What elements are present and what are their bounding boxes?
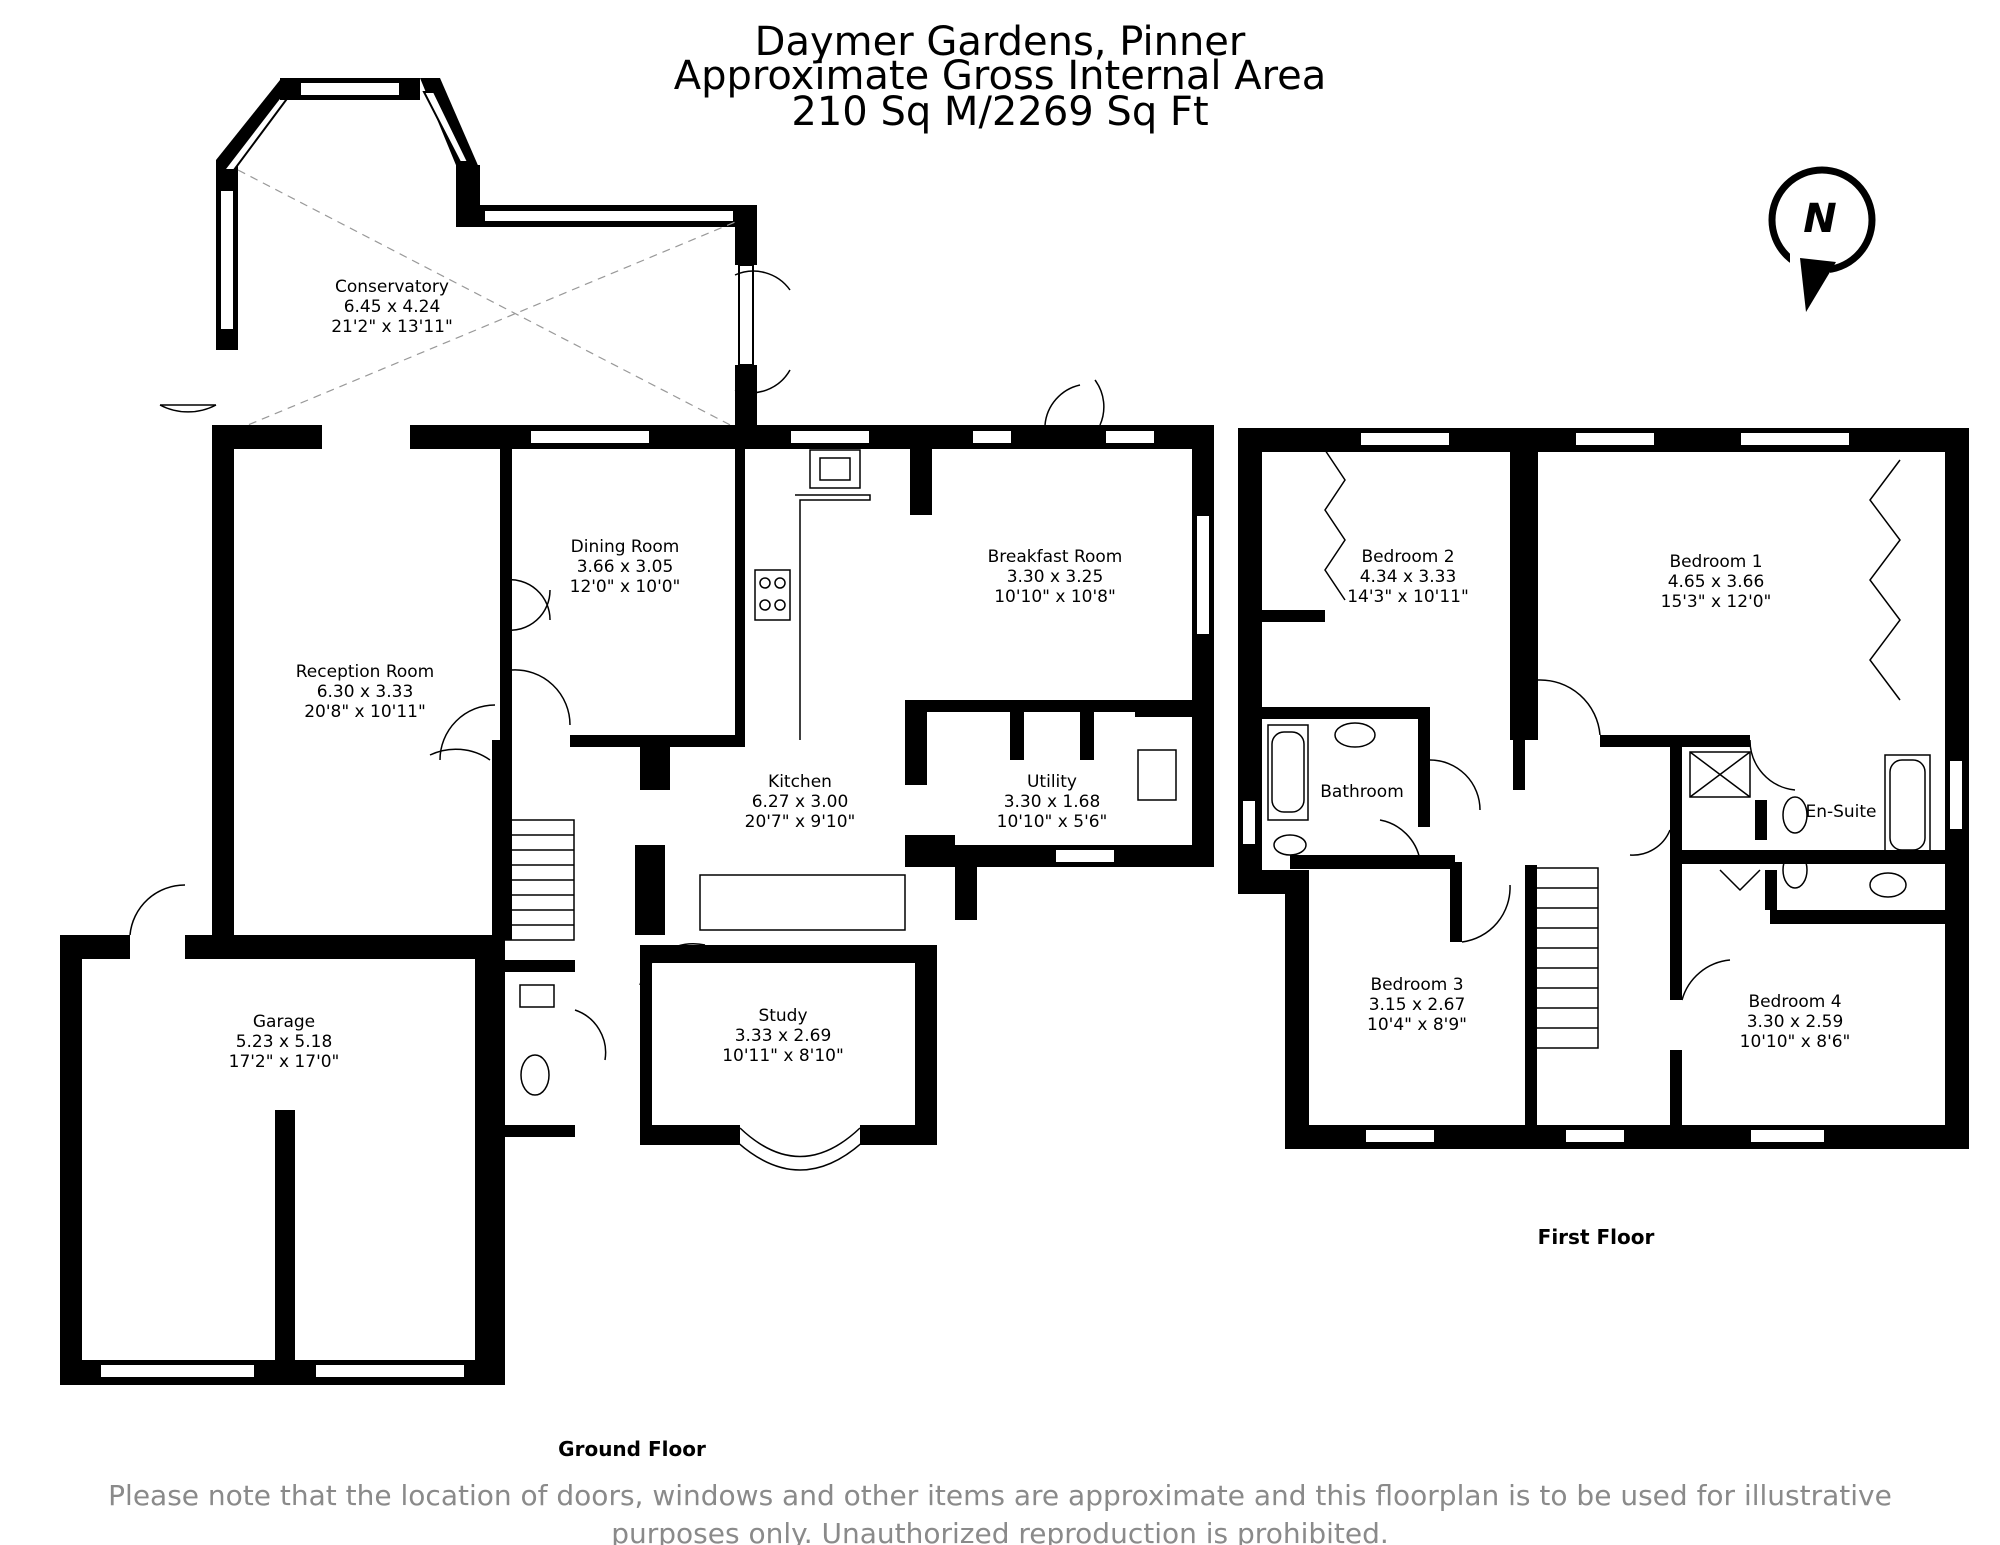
- disclaimer-line-1: Please note that the location of doors, …: [108, 1479, 1892, 1512]
- room-label-breakfast: Breakfast Room 3.30 x 3.25 10'10" x 10'8…: [988, 547, 1123, 607]
- room-size-imperial: 10'4" x 8'9": [1367, 1015, 1467, 1035]
- room-label-bedroom3: Bedroom 3 3.15 x 2.67 10'4" x 8'9": [1367, 975, 1467, 1035]
- room-label-ensuite: En-Suite: [1805, 802, 1876, 822]
- room-name: Study: [758, 1006, 807, 1026]
- room-size-imperial: 15'3" x 12'0": [1661, 592, 1772, 612]
- room-size-metric: 3.30 x 1.68: [1004, 792, 1101, 812]
- room-size-imperial: 10'10" x 10'8": [994, 587, 1116, 607]
- room-name: Utility: [1027, 772, 1077, 792]
- room-label-dining: Dining Room 3.66 x 3.05 12'0" x 10'0": [570, 537, 681, 597]
- room-size-metric: 4.34 x 3.33: [1360, 567, 1457, 587]
- first-floor-plan: Bedroom 2 4.34 x 3.33 14'3" x 10'11" Bed…: [1238, 428, 1969, 1249]
- room-size-metric: 6.30 x 3.33: [317, 682, 414, 702]
- room-size-metric: 3.15 x 2.67: [1369, 995, 1466, 1015]
- room-size-imperial: 14'3" x 10'11": [1347, 587, 1469, 607]
- room-name: Bedroom 1: [1669, 552, 1762, 572]
- room-size-metric: 6.27 x 3.00: [752, 792, 849, 812]
- ground-floor-plan: Conservatory 6.45 x 4.24 21'2" x 13'11" …: [60, 78, 1214, 1461]
- title-area-value: 210 Sq M/2269 Sq Ft: [791, 89, 1209, 135]
- room-size-imperial: 20'7" x 9'10": [745, 812, 856, 832]
- room-label-kitchen: Kitchen 6.27 x 3.00 20'7" x 9'10": [745, 772, 856, 832]
- room-label-reception: Reception Room 6.30 x 3.33 20'8" x 10'11…: [296, 662, 434, 722]
- first-floor-stairs: [1529, 867, 1599, 1049]
- room-size-metric: 4.65 x 3.66: [1668, 572, 1765, 592]
- room-label-conservatory: Conservatory 6.45 x 4.24 21'2" x 13'11": [331, 277, 453, 337]
- title-area-heading: Approximate Gross Internal Area: [673, 53, 1327, 99]
- room-size-metric: 5.23 x 5.18: [236, 1032, 333, 1052]
- ground-floor-label: Ground Floor: [558, 1437, 706, 1461]
- room-name: Bathroom: [1320, 782, 1404, 802]
- room-label-bedroom4: Bedroom 4 3.30 x 2.59 10'10" x 8'6": [1740, 992, 1851, 1052]
- room-size-imperial: 21'2" x 13'11": [331, 317, 453, 337]
- room-label-bedroom1: Bedroom 1 4.65 x 3.66 15'3" x 12'0": [1661, 552, 1772, 612]
- room-name: Kitchen: [768, 772, 832, 792]
- room-size-imperial: 12'0" x 10'0": [570, 577, 681, 597]
- room-size-imperial: 17'2" x 17'0": [229, 1052, 340, 1072]
- room-label-bedroom2: Bedroom 2 4.34 x 3.33 14'3" x 10'11": [1347, 547, 1469, 607]
- room-size-imperial: 10'11" x 8'10": [722, 1046, 844, 1066]
- first-floor-label: First Floor: [1538, 1225, 1655, 1249]
- room-name: Conservatory: [335, 277, 449, 297]
- title-property-name: Daymer Gardens, Pinner: [754, 19, 1246, 65]
- conservatory-outline: [159, 78, 791, 431]
- room-label-bathroom: Bathroom: [1320, 782, 1404, 802]
- room-size-imperial: 20'8" x 10'11": [304, 702, 426, 722]
- room-name: Bedroom 2: [1361, 547, 1454, 567]
- compass-letter: N: [1803, 196, 1836, 242]
- ground-stairs: [501, 819, 575, 941]
- room-name: Garage: [253, 1012, 315, 1032]
- room-size-imperial: 10'10" x 5'6": [997, 812, 1108, 832]
- room-size-metric: 3.30 x 2.59: [1747, 1012, 1844, 1032]
- room-size-metric: 3.33 x 2.69: [735, 1026, 832, 1046]
- wall: [212, 425, 234, 940]
- room-label-utility: Utility 3.30 x 1.68 10'10" x 5'6": [997, 772, 1108, 832]
- room-name: Dining Room: [571, 537, 680, 557]
- disclaimer-line-2: purposes only. Unauthorized reproduction…: [611, 1517, 1389, 1545]
- study-outline: [639, 942, 937, 1171]
- room-name: Bedroom 3: [1370, 975, 1463, 995]
- room-size-metric: 6.45 x 4.24: [344, 297, 441, 317]
- north-compass-icon: N: [1768, 166, 1876, 312]
- room-size-imperial: 10'10" x 8'6": [1740, 1032, 1851, 1052]
- room-size-metric: 3.66 x 3.05: [577, 557, 674, 577]
- room-size-metric: 3.30 x 3.25: [1007, 567, 1104, 587]
- room-name: En-Suite: [1805, 802, 1876, 822]
- room-name: Reception Room: [296, 662, 434, 682]
- garage-outline: [60, 884, 505, 1385]
- room-label-study: Study 3.33 x 2.69 10'11" x 8'10": [722, 1006, 844, 1066]
- room-name: Breakfast Room: [988, 547, 1123, 567]
- room-label-garage: Garage 5.23 x 5.18 17'2" x 17'0": [229, 1012, 340, 1072]
- room-name: Bedroom 4: [1748, 992, 1841, 1012]
